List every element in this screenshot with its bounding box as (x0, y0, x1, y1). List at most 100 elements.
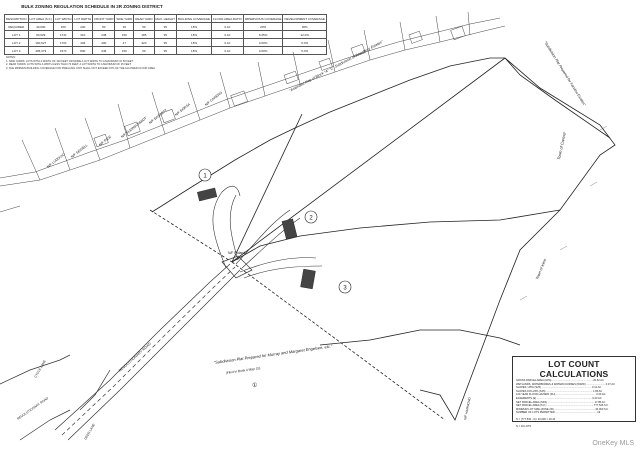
parcel-label: N/F LUDOVIC (46, 152, 66, 169)
table-cell: 35 (153, 22, 178, 31)
table-cell: LOT 3 (4, 46, 29, 55)
lot-count-result: N = 19 LOTS (516, 424, 532, 428)
note-line: NOTES: (6, 56, 16, 59)
lot-count-line: MINIMUM LOT SIZE (ZONE 2R) .............… (516, 407, 609, 411)
table-header-cell: LOT DEPTH (72, 14, 94, 23)
road-label: REVOLUTIONARY ROAD (118, 341, 152, 372)
table-cell: 35 (153, 38, 178, 47)
table-header-cell: DEVELOPMENT COVERAGE (282, 14, 327, 23)
table-cell: 320 (133, 38, 155, 47)
table-cell: 4.00% (242, 46, 284, 55)
table-header-cell: FRONT YARD (92, 14, 116, 23)
roland-label: N/F Roland (228, 251, 245, 255)
house-footprints (93, 25, 466, 148)
note-line: 2. REAR YARDS: LOTS WITH A WIDTH LESS TH… (6, 63, 132, 67)
table-cell: 160,927 (27, 38, 54, 47)
lot-count-formula: N = (777,546 - 0) / 40,000 = 19.44 (516, 417, 556, 421)
zoning-notes: NOTES: 1. SIDE YARDS: LOTS WITH A WIDTH … (6, 56, 176, 70)
zoning-table-title: BULK ZONING REGULATION SCHEDULE IN 2R ZO… (21, 4, 163, 9)
table-cell: 800 (72, 46, 94, 55)
table-cell: 40,000 (27, 22, 54, 31)
lot-count-line: WETLANDS, WATERBODIES & WATERCOURSES (WW… (516, 382, 616, 386)
bearing-ticks (519, 125, 608, 301)
table-cell: 157± (52, 46, 74, 55)
note-line: 3. THE MINIMUM BUILDING COVERAGE FOR DWE… (6, 66, 156, 70)
table-cell: 12.0% (282, 30, 327, 39)
bottom-neighbor-label: N/F HAMMOND (463, 396, 472, 420)
side-label: Town of Kent (535, 258, 547, 281)
table-cell: 4.00% (242, 38, 284, 47)
table-cell: 60 (133, 46, 155, 55)
table-cell: 346 (92, 46, 116, 55)
table-cell: LOT 1 (4, 30, 29, 39)
table-cell: 174± (52, 30, 74, 39)
revolutionary-road (0, 263, 241, 441)
table-row: LOT 1 60,629 174± 310 238 150 185 35 15%… (4, 30, 327, 39)
lot-count-line: NUMBER OF LOTS PERMITTED ...............… (516, 411, 601, 415)
table-header-cell: BUILDING COVERAGE (176, 14, 213, 23)
table-cell: 0.10 (211, 46, 244, 55)
table-cell: 0.10 (211, 22, 244, 31)
table-header-cell: DESCRIPTION (4, 14, 29, 23)
table-row: REQUIRED 40,000 150 200 50 30 50 35 15% … (4, 22, 327, 31)
parcel-label: N/F SEWELL (70, 143, 88, 159)
bottom-plot-label: "Subdivision Plat Prepared for Murray an… (213, 343, 333, 365)
table-cell: 200 (72, 22, 94, 31)
table-cell: 150 (114, 46, 135, 55)
shared-driveway (212, 185, 323, 279)
table-cell: 35 (153, 30, 178, 39)
table-cell: 185 (133, 30, 155, 39)
lot-number-2: 2 (309, 216, 313, 222)
lot-count-title: LOT COUNT CALCULATIONS (539, 359, 609, 379)
table-cell: 5.0% (282, 46, 327, 55)
table-row: LOT 2 160,927 170± 406 400 47 320 35 15%… (4, 38, 327, 47)
table-cell: 60,629 (27, 30, 54, 39)
road-label: CYCLE LANE (33, 359, 46, 378)
table-cell: 405,373 (27, 46, 54, 55)
lot-markers (198, 168, 352, 294)
lot-count-line: NET PARCEL AREA (NPA) ..................… (516, 400, 606, 404)
top-plot-label: "Subdivision Plat Prepared for Farview E… (543, 40, 587, 107)
table-cell: 20% (242, 22, 284, 31)
lot-count-line: SLOPES 15%-25% (S15) ...................… (516, 389, 603, 393)
table-cell: 150 (114, 30, 135, 39)
table-cell: 15% (176, 46, 213, 55)
bottom-plot-sub: (Filed in Book 4 Map 15) (226, 366, 261, 375)
table-cell: 310 (72, 30, 94, 39)
table-cell: 406 (72, 38, 94, 47)
lot-count-line: NET PARCEL AREA (S.F.) .................… (516, 404, 609, 408)
watermark: OneKey MLS (592, 440, 634, 447)
table-header-cell: FLOOR AREA RATIO (211, 14, 244, 23)
town-label: Town of Carmel (556, 132, 567, 160)
table-cell: 30 (114, 22, 135, 31)
table-cell: 30% (282, 22, 327, 31)
existing-parcels (0, 11, 506, 213)
table-header-cell: LOT WIDTH (52, 14, 74, 23)
table-cell: 150 (52, 22, 74, 31)
table-cell: 170± (52, 38, 74, 47)
table-cell: 15% (176, 38, 213, 47)
table-cell: 238 (92, 30, 116, 39)
table-header-cell: REAR YARD (133, 14, 155, 23)
table-cell: 47 (114, 38, 135, 47)
table-cell: 15% (176, 30, 213, 39)
lot-count-line: 100-YEAR FLOOD HAZARD (FH) .............… (516, 393, 606, 397)
lot-count-line: GROSS PARCEL AREA (GPA) ................… (516, 379, 604, 382)
table-header-cell: IMPERVIOUS COVERAGE (242, 14, 284, 23)
table-header-cell: LOT AREA (S.F.) (27, 14, 54, 23)
table-cell: 50 (133, 22, 155, 31)
table-header-cell: SIDE YARD (114, 14, 135, 23)
road-label: REVOLUTIONARY ROAD (16, 396, 49, 421)
table-cell: 400 (92, 38, 116, 47)
table-cell: 15% (176, 22, 213, 31)
lot-count-line: SLOPES >25% (S25) ......................… (516, 386, 602, 390)
note-line: 1. SIDE YARDS: LOTS WITH A WIDTH OF 100 … (6, 59, 134, 63)
lot-number-3: 3 (343, 286, 347, 292)
table-cell: 50 (92, 22, 116, 31)
road-intersection (221, 255, 253, 279)
table-row: LOT 3 405,373 157± 800 346 150 60 35 15%… (4, 46, 327, 55)
property-boundary (149, 57, 616, 421)
zoning-table: DESCRIPTION LOT AREA (S.F.) LOT WIDTH LO… (4, 14, 327, 55)
lot-count-line: EASEMENTS (E) ..........................… (516, 396, 602, 400)
table-cell: LOT 2 (4, 38, 29, 47)
